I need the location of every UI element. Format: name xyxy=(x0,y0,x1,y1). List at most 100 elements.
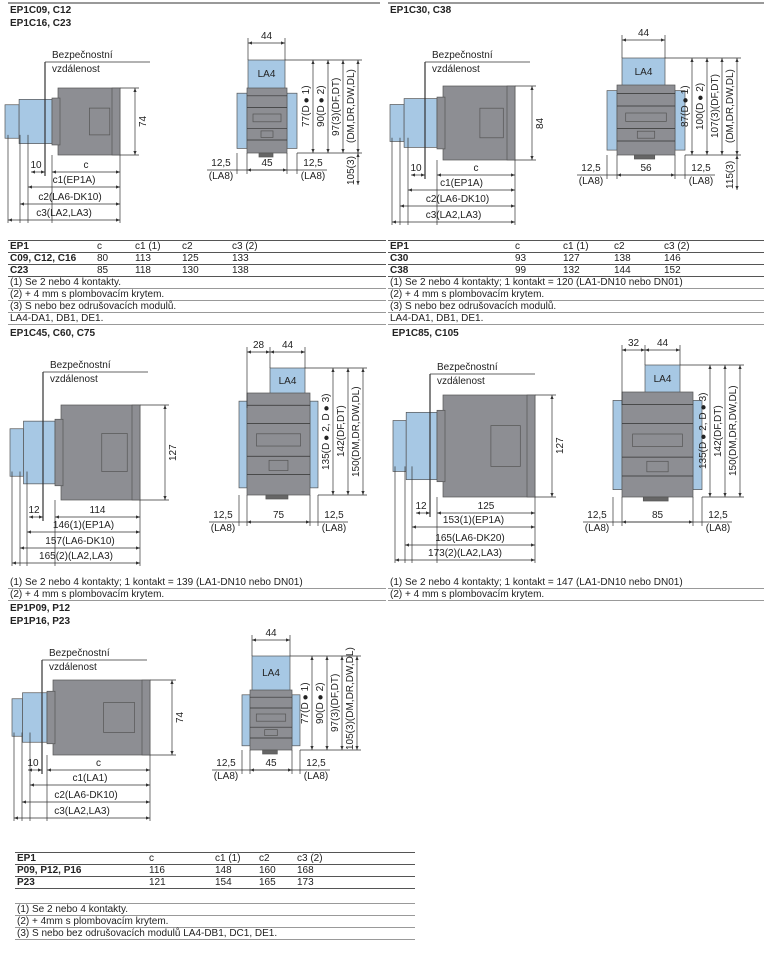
la8-right-width: 12,5 xyxy=(324,510,344,521)
extra-height-label: 105(3) xyxy=(346,156,357,186)
footnote: (2) + 4mm s plombovacím krytem. xyxy=(15,916,415,928)
la8-left-width: 12,5 xyxy=(581,163,601,174)
label-window xyxy=(255,713,287,722)
offset-label: 10 xyxy=(30,160,42,171)
din-clip xyxy=(506,85,516,161)
footnote: (1) Se 2 nebo 4 kontakty. xyxy=(15,904,415,916)
table-cell: c2 xyxy=(180,240,230,253)
housing-neck xyxy=(54,418,64,487)
height-label: 150(DM,DR,DW,DL) xyxy=(351,386,362,477)
table-cell: c3 (2) xyxy=(295,852,415,865)
coil-knob xyxy=(11,698,23,737)
table-cell: 121 xyxy=(147,876,213,889)
c3-label: c3(LA2,LA3) xyxy=(36,208,92,219)
section-title: EP1P09, P12 xyxy=(10,603,71,614)
row-label: C23 xyxy=(8,264,95,277)
din-clip xyxy=(131,404,141,501)
table-cell: 154 xyxy=(213,876,257,889)
arrowhead xyxy=(356,153,360,185)
table-cell: 144 xyxy=(612,264,662,277)
terminal-base xyxy=(634,154,656,160)
table-cell: 173 xyxy=(295,876,415,889)
footnote: (2) + 4 mm s plombovacím krytem. xyxy=(8,589,386,601)
table-cell: c2 xyxy=(612,240,662,253)
contactor-housing xyxy=(52,679,151,756)
table-cell: 133 xyxy=(230,252,386,265)
table-cell: 93 xyxy=(513,252,561,265)
table-cell: 146 xyxy=(662,252,764,265)
housing-neck xyxy=(46,690,56,745)
la8-left-module xyxy=(606,90,618,151)
la8-right-width: 12,5 xyxy=(708,510,728,521)
footnote: (1) Se 2 nebo 4 kontakty. xyxy=(8,277,386,289)
contact-block xyxy=(479,107,504,139)
section-title: EP1C09, C12 xyxy=(10,5,72,16)
front-module xyxy=(405,411,438,481)
table-cell: 160 xyxy=(257,864,295,877)
table-cell: 118 xyxy=(133,264,180,277)
footnote: LA4-DA1, DB1, DE1. xyxy=(388,313,764,325)
coil-knob xyxy=(392,420,407,472)
arrowhead xyxy=(416,511,430,515)
la4-module xyxy=(251,655,291,693)
contact-block xyxy=(103,702,135,733)
contactor-housing xyxy=(442,394,536,498)
c3-label: 173(2)(LA2,LA3) xyxy=(428,548,502,559)
la8-right-width: 12,5 xyxy=(691,163,711,174)
table-cell: 132 xyxy=(561,264,612,277)
height-label: 142(DF,DT) xyxy=(713,405,724,457)
table-cell: c xyxy=(95,240,133,253)
label-window xyxy=(625,112,667,122)
row-label: C38 xyxy=(388,264,513,277)
indicator-window xyxy=(646,460,669,473)
label-window xyxy=(256,433,301,447)
indicator-window xyxy=(260,130,274,138)
c-label: c xyxy=(473,163,479,174)
c2-label: 165(LA6-DK20) xyxy=(435,533,505,544)
terminal-base xyxy=(642,496,669,502)
c2-label: c2(LA6-DK10) xyxy=(54,790,118,801)
footnote: (3) S nebo bez odrušovacích modulů LA4-D… xyxy=(15,928,415,940)
la8-left-module xyxy=(241,694,251,747)
la4-label: LA4 xyxy=(278,375,297,387)
contactor-housing xyxy=(60,404,141,501)
la4-label: LA4 xyxy=(262,668,280,679)
table-cell: 116 xyxy=(147,864,213,877)
dimension-table-block: (1) Se 2 nebo 4 kontakty; 1 kontakt = 13… xyxy=(8,577,386,601)
din-clip xyxy=(141,679,151,756)
width-label: 56 xyxy=(640,163,652,174)
height-label: 127 xyxy=(555,437,566,455)
arrowhead xyxy=(645,348,680,352)
height-label: 87(D●1) xyxy=(680,85,691,128)
c3-label: c3(LA2,LA3) xyxy=(425,210,482,221)
footnote: (2) + 4 mm s plombovacím krytem. xyxy=(388,289,764,301)
section-title: EP1C85, C105 xyxy=(392,328,459,339)
section-title: EP1C30, C38 xyxy=(390,5,452,16)
row-label: P23 xyxy=(15,876,147,889)
offset-label: 10 xyxy=(27,758,39,769)
height-label: (DM,DR,DW,DL) xyxy=(725,69,736,144)
table-cell: c xyxy=(147,852,213,865)
arrowhead xyxy=(270,350,305,354)
safety-distance-label: vzdálenost xyxy=(49,662,97,673)
c3-label: c3(LA2,LA3) xyxy=(54,806,110,817)
height-label: 135(D●2, D●3) xyxy=(698,392,709,470)
la8-right-module xyxy=(309,400,319,489)
height-label: 74 xyxy=(175,711,186,724)
safety-distance-label: vzdálenost xyxy=(437,376,485,387)
arrowhead xyxy=(28,768,42,772)
height-label: 90(D●2) xyxy=(315,682,326,724)
arrowhead xyxy=(252,638,290,642)
la8-left-width: 12,5 xyxy=(213,510,233,521)
c2-label: c2(LA6-DK10) xyxy=(425,194,490,205)
la8-right-module xyxy=(286,92,298,149)
coil-knob xyxy=(9,428,24,477)
table-cell: c1 (1) xyxy=(133,240,180,253)
c1-label: c1(LA1) xyxy=(72,773,108,784)
table-cell: 127 xyxy=(561,252,612,265)
